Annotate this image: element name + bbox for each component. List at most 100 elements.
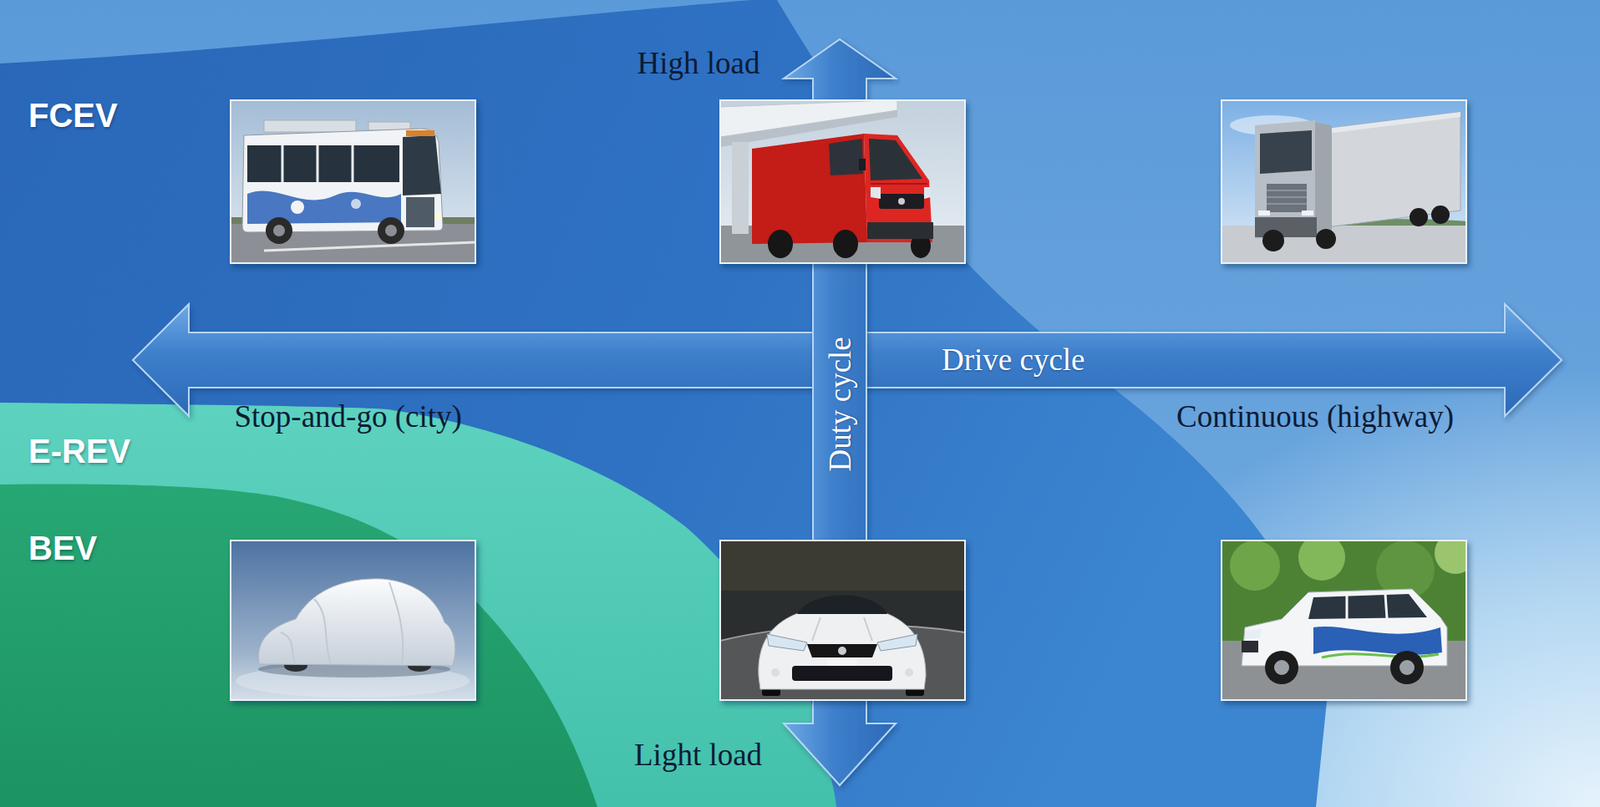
truck-photo-part (1409, 208, 1428, 227)
truck-photo-part (1288, 218, 1467, 233)
covered-car-photo-part (230, 540, 476, 701)
ampera-photo-part (720, 624, 966, 701)
bus-photo-part (350, 198, 361, 209)
region: FCEV E-REV BEV (0, 0, 1337, 807)
van-photo-part (870, 187, 881, 199)
van-photo-part (767, 229, 793, 259)
van-photo-part (731, 142, 749, 234)
ampera-photo-part (766, 634, 808, 651)
bus-photo-part (265, 217, 293, 244)
ampera-photo-part (771, 668, 780, 677)
bus-photo (230, 100, 476, 264)
van-photo-part (870, 182, 928, 185)
truck-photo-part (1301, 210, 1314, 216)
truck-photo-part (1254, 120, 1316, 239)
covered-car-photo-part (407, 660, 432, 672)
suv-photo-part (1308, 594, 1428, 620)
suv-photo-part (1241, 640, 1259, 653)
van-photo (720, 100, 966, 264)
truck-photo-part (1258, 210, 1270, 216)
suv-photo-part (1376, 540, 1435, 600)
truck-photo-part (1431, 205, 1450, 224)
ampera-photo-part (807, 644, 878, 658)
suv-photo-part (1264, 650, 1299, 685)
region-shape (0, 402, 837, 807)
bus-photo-part (406, 197, 435, 228)
suv-photo-part (1221, 540, 1467, 701)
region-shape (0, 484, 598, 807)
bus-photo-part (385, 224, 397, 237)
ampera-photo-part (720, 540, 966, 591)
truck-photo-part (1313, 121, 1332, 236)
truck-photo-part (1259, 130, 1312, 174)
ampera-photo-part (792, 665, 893, 681)
region-label: BEV (28, 531, 97, 565)
bus-photo-part (368, 121, 411, 131)
truck-photo-part (1221, 100, 1467, 264)
truck-photo-part (1266, 183, 1307, 213)
suv-photo-part (1346, 594, 1387, 620)
bus-photo-part (406, 130, 435, 137)
covered-car-photo-part (230, 540, 476, 701)
suv-photo-part (1221, 540, 1467, 641)
ampera-photo-part (797, 595, 888, 615)
suv-photo-part (1434, 540, 1467, 574)
bus-photo-part (247, 191, 402, 224)
region: BEV (0, 476, 602, 807)
suv-photo-part (1274, 660, 1290, 676)
ampera-photo-part (904, 668, 914, 677)
van-photo-part (720, 100, 966, 264)
ampera-photo (720, 540, 966, 701)
ampera-photo-part (877, 634, 918, 651)
van-photo-part (720, 100, 898, 138)
van-photo-part (720, 110, 898, 148)
bus-photo-part (264, 120, 356, 133)
suv-photo-part (1399, 660, 1415, 676)
suv-photo-part (1221, 540, 1467, 701)
ampera-photo-part (827, 659, 858, 666)
bus-photo-part (230, 100, 476, 264)
ampera-photo-part (758, 612, 926, 690)
region-label: E-REV (28, 434, 131, 468)
axis-label-holder: Duty cycle (824, 334, 856, 472)
axis-label: High load (637, 46, 761, 82)
ampera-photo-part (761, 684, 781, 696)
bus-photo-part (290, 200, 305, 214)
truck-photo-part (1221, 225, 1467, 264)
ampera-photo-part (838, 646, 847, 656)
van-photo-part (867, 222, 934, 239)
bus-photo-part (264, 242, 476, 251)
ampera-photo-part (720, 540, 966, 701)
truck-photo-part (1254, 217, 1317, 238)
van-photo-part (924, 187, 931, 199)
suv-photo-part (1244, 629, 1262, 640)
van-photo-part (720, 100, 966, 264)
axis-label: Duty cycle (824, 336, 856, 472)
ampera-photo-part (720, 540, 966, 701)
axis-label-holder: Light load (634, 738, 765, 773)
van-photo-part (751, 133, 868, 244)
suv-photo-part (1298, 540, 1346, 581)
bus-photo-part (434, 213, 442, 219)
covered-car-photo-part (258, 660, 451, 678)
covered-car-photo-part (230, 540, 476, 701)
axis-label-holder: Drive cycle (941, 343, 1087, 378)
truck-photo-part (1262, 229, 1285, 252)
axis-label: Continuous (highway) (1176, 400, 1454, 435)
truck-photo-part (1325, 111, 1461, 134)
region-label: FCEV (28, 98, 118, 133)
suv-photo-part (1321, 654, 1439, 658)
bus-photo-part (230, 100, 476, 264)
ampera-photo-part (812, 617, 873, 641)
axis-label: Light load (634, 738, 762, 773)
covered-car-photo-part (284, 660, 308, 672)
van-photo-part (828, 138, 864, 176)
van-photo-part (858, 158, 866, 171)
bus-photo-part (377, 217, 405, 244)
truck-photo-part (1266, 190, 1307, 204)
van-photo-part (720, 100, 966, 264)
suv-photo-part (1241, 589, 1448, 666)
bus-photo-part (242, 128, 443, 233)
